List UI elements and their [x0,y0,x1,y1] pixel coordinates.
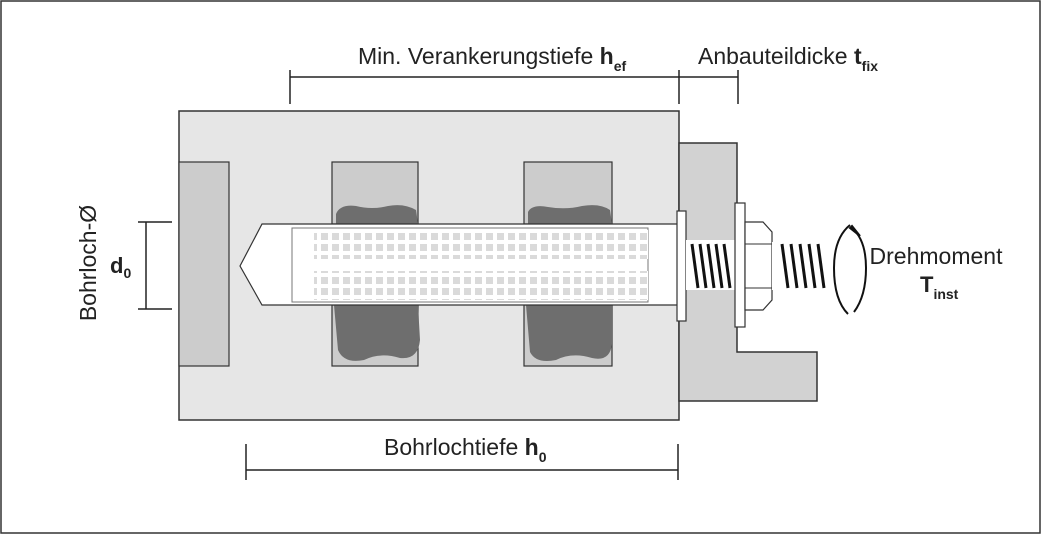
adhesive-lower-2 [526,305,612,361]
dimension-embedment [289,70,739,104]
adhesive-upper-1 [336,205,418,224]
drill-diameter-symbol: d0 [110,253,131,281]
fixture-thickness-label: Anbauteildicke tfix [698,43,878,74]
adhesive-upper-2 [528,205,612,224]
mesh-band-lower [314,271,648,300]
rotation-arrow-icon [832,224,851,315]
torque-label: Drehmoment [870,243,1004,269]
mesh-band-upper [314,230,648,259]
thread-coils-inner [690,243,732,289]
interface-plate [676,210,687,322]
drill-hole-opening [178,161,230,367]
dimension-drill-depth [245,444,679,480]
thread-coils-outer [780,243,826,289]
adhesive-lower-1 [334,305,420,361]
fixture-part [678,142,818,402]
washer [734,202,746,328]
threaded-rod-end [772,242,826,290]
embedment-label: Min. Verankerungstiefe hef [358,43,626,74]
hex-nut [744,221,773,311]
drill-diameter-label: Bohrloch-Ø [75,205,101,321]
dimension-drill-diameter [138,221,172,310]
rotation-arrowhead-icon [848,224,861,237]
torque-symbol: Tinst [920,272,959,302]
drill-depth-label: Bohrlochtiefe h0 [384,434,547,465]
